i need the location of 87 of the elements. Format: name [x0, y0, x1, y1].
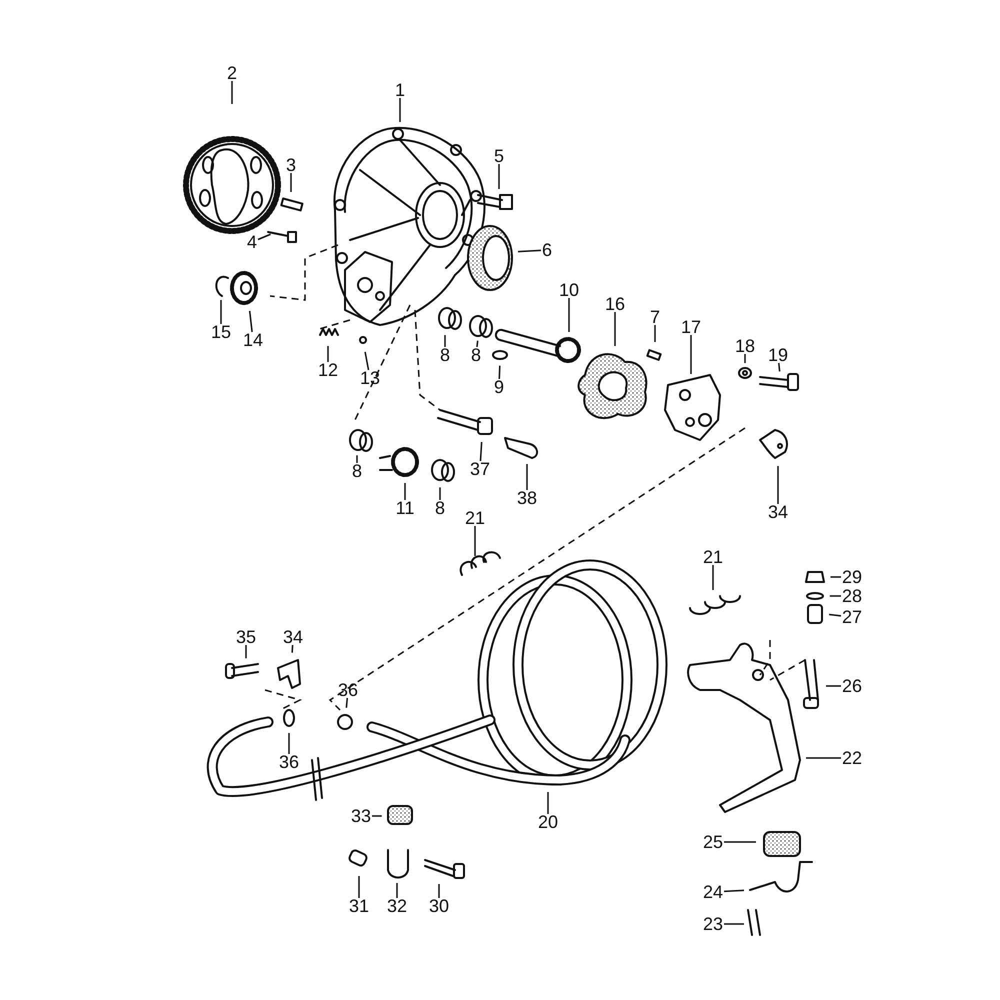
- leader-line: [291, 644, 294, 653]
- leader-line: [444, 335, 446, 347]
- leader-line: [327, 346, 329, 362]
- leader-line: [248, 310, 253, 332]
- leader-line: [547, 792, 549, 814]
- leader-line: [568, 298, 570, 332]
- callout-number: 3: [286, 155, 296, 175]
- leader-line: [474, 526, 476, 556]
- leader-line: [396, 883, 398, 898]
- callout-number: 22: [842, 748, 862, 768]
- callout-number: 13: [360, 368, 380, 388]
- callout-number: 33: [350, 806, 372, 826]
- leader-line: [712, 565, 714, 590]
- leader-line: [364, 352, 370, 370]
- callout-number: 21: [702, 547, 724, 567]
- callout-number: 29: [842, 567, 862, 587]
- callout-number: 4: [247, 232, 257, 252]
- callout-number: 36: [278, 752, 300, 772]
- callout-number: 37: [470, 459, 490, 479]
- callout-number: 35: [236, 627, 256, 647]
- callout-number: 17: [680, 317, 702, 337]
- callout-number: 15: [210, 322, 232, 342]
- leader-line: [806, 757, 841, 759]
- leader-line: [724, 890, 744, 892]
- callout-number: 34: [768, 502, 788, 522]
- callout-number: 1: [395, 80, 405, 100]
- leader-line: [480, 442, 482, 462]
- leader-line: [826, 685, 841, 687]
- callout-number: 30: [428, 896, 450, 916]
- callout-number: 25: [702, 832, 724, 852]
- callout-number: 2: [227, 63, 237, 83]
- callout-number: 27: [842, 607, 862, 627]
- callout-number: 18: [734, 336, 756, 356]
- leader-line: [724, 923, 744, 925]
- callout-number: 23: [702, 914, 724, 934]
- callout-number: 34: [282, 627, 304, 647]
- callout-number: 11: [396, 498, 414, 518]
- leader-line: [829, 614, 842, 617]
- callout-number: 26: [842, 676, 862, 696]
- callout-number: 7: [650, 307, 660, 327]
- leader-line: [288, 733, 290, 754]
- leader-line: [258, 234, 271, 240]
- leader-line: [358, 876, 360, 898]
- leader-line: [690, 335, 692, 374]
- callout-number: 31: [348, 896, 370, 916]
- callout-number: 19: [768, 345, 788, 365]
- leader-line: [356, 455, 358, 463]
- leader-line: [439, 487, 441, 500]
- callout-number: 8: [352, 461, 362, 481]
- leader-line: [231, 81, 233, 104]
- callout-number: 16: [604, 294, 626, 314]
- leader-line: [614, 312, 616, 346]
- callout-number: 9: [494, 377, 504, 397]
- callout-number: 32: [386, 896, 408, 916]
- leader-line: [830, 576, 841, 578]
- callout-number: 14: [242, 330, 264, 350]
- callout-number: 12: [318, 360, 338, 380]
- callout-number: 28: [842, 586, 862, 606]
- leader-line: [476, 340, 478, 348]
- leader-line: [498, 366, 501, 380]
- leader-line: [777, 466, 779, 504]
- callout-number: 8: [435, 498, 445, 518]
- callout-number: 8: [471, 345, 481, 365]
- leader-line: [778, 362, 780, 372]
- callout-number: 20: [538, 812, 558, 832]
- callout-number: 38: [516, 488, 538, 508]
- callout-number: 8: [440, 345, 450, 365]
- leader-line: [404, 483, 406, 500]
- leader-line: [744, 354, 746, 364]
- leader-line: [346, 698, 348, 708]
- callout-number: 21: [464, 508, 486, 528]
- leader-line: [220, 300, 222, 324]
- leader-line: [290, 173, 292, 192]
- leader-line: [498, 164, 500, 189]
- callout-number: 5: [494, 146, 504, 166]
- leader-line: [830, 595, 841, 597]
- leader-line: [654, 325, 656, 342]
- leader-line: [724, 841, 756, 843]
- callout-number: 10: [558, 280, 580, 300]
- leader-line: [399, 98, 401, 122]
- leader-line: [245, 645, 247, 658]
- leader-line: [518, 250, 542, 252]
- leader-line: [438, 884, 440, 898]
- callout-number: 6: [542, 240, 552, 260]
- leader-line: [372, 815, 382, 817]
- callout-number: 24: [702, 882, 724, 902]
- leader-line: [526, 464, 528, 490]
